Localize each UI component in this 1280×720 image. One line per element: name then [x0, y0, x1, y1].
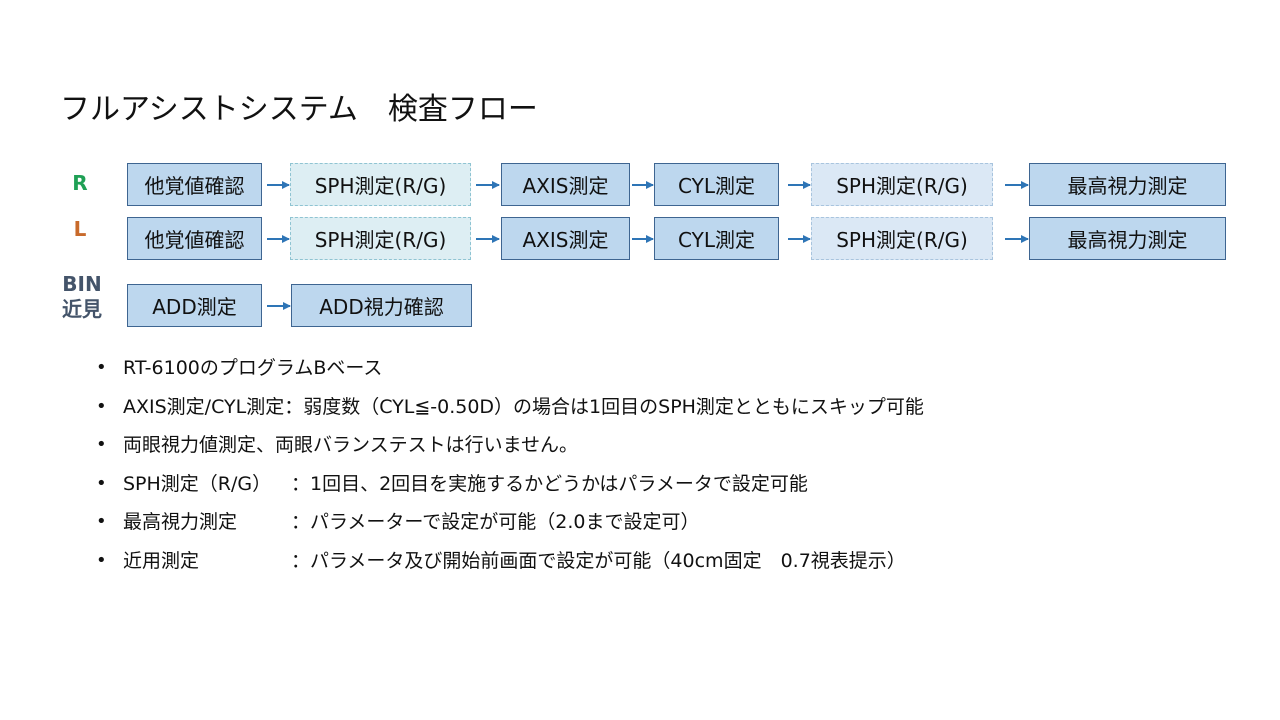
- flow-step-r-6: 最高視力測定: [1029, 163, 1226, 206]
- page-title: フルアシストシステム 検査フロー: [60, 92, 538, 127]
- note-label: 最高視力測定: [123, 511, 238, 534]
- note-text: AXIS測定/CYL測定：弱度数（CYL≦-0.50D）の場合は1回目のSPH測…: [123, 395, 924, 418]
- note-label: SPH測定（R/G）: [123, 472, 272, 495]
- flow-step-bin-2: ADD視力確認: [291, 284, 472, 327]
- note-item: 近用測定 ：パラメータ及び開始前画面で設定が可能（40cm固定 0.7視表提示）: [96, 545, 924, 584]
- flow-step-r-2: SPH測定(R/G): [290, 163, 471, 206]
- flow-step-l-4: CYL測定: [654, 217, 779, 260]
- note-text: ：パラメーターで設定が可能（2.0まで設定可）: [291, 511, 700, 534]
- row-label-bin-line1: BIN: [62, 272, 102, 296]
- note-text: RT-6100のプログラムBベース: [123, 357, 383, 379]
- note-item: AXIS測定/CYL測定：弱度数（CYL≦-0.50D）の場合は1回目のSPH測…: [96, 391, 924, 430]
- note-text: ：1回目、2回目を実施するかどうかはパラメータで設定可能: [291, 472, 808, 495]
- notes-list: RT-6100のプログラムBベース AXIS測定/CYL測定：弱度数（CYL≦-…: [96, 352, 924, 584]
- flow-step-r-1: 他覚値確認: [127, 163, 262, 206]
- row-label-bin: BIN 近見: [56, 272, 108, 322]
- flow-step-l-6: 最高視力測定: [1029, 217, 1226, 260]
- flow-step-r-5: SPH測定(R/G): [811, 163, 993, 206]
- row-label-bin-line2: 近見: [62, 297, 102, 321]
- flow-step-bin-1: ADD測定: [127, 284, 262, 327]
- flow-step-l-3: AXIS測定: [501, 217, 630, 260]
- note-item: 最高視力測定 ：パラメーターで設定が可能（2.0まで設定可）: [96, 506, 924, 545]
- note-text: ：パラメータ及び開始前画面で設定が可能（40cm固定 0.7視表提示）: [291, 549, 906, 572]
- note-item: 両眼視力値測定、両眼バランステストは行いません。: [96, 429, 924, 468]
- flow-step-r-3: AXIS測定: [501, 163, 630, 206]
- flow-step-r-4: CYL測定: [654, 163, 779, 206]
- flow-step-l-2: SPH測定(R/G): [290, 217, 471, 260]
- flow-step-l-1: 他覚値確認: [127, 217, 262, 260]
- row-label-l: L: [73, 217, 87, 241]
- flow-arrows: [267, 181, 1029, 310]
- row-label-r: R: [72, 171, 88, 195]
- note-label: 近用測定: [123, 549, 200, 572]
- flow-step-l-5: SPH測定(R/G): [811, 217, 993, 260]
- note-item: RT-6100のプログラムBベース: [96, 352, 924, 391]
- note-text: 両眼視力値測定、両眼バランステストは行いません。: [123, 434, 579, 457]
- note-item: SPH測定（R/G） ：1回目、2回目を実施するかどうかはパラメータで設定可能: [96, 468, 924, 507]
